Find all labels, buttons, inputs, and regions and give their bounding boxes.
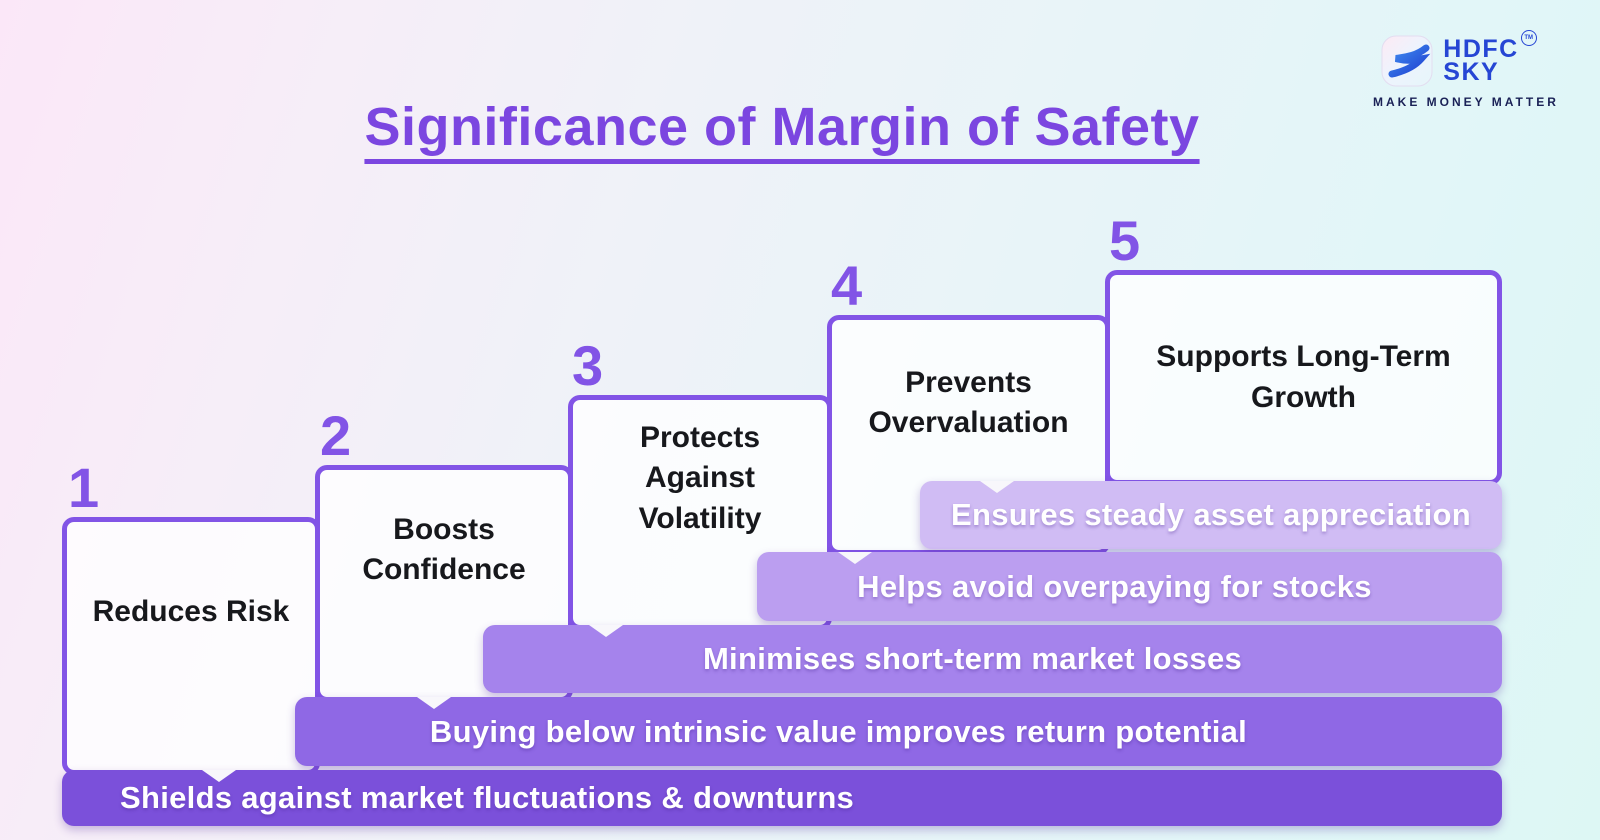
brand-name-bottom: SKY <box>1443 58 1500 86</box>
brand-wordmark: TM HDFC SKY <box>1443 30 1537 86</box>
step-label-3: Protects Against Volatility <box>638 420 762 535</box>
benefit-bar-5: Ensures steady asset appreciation <box>920 481 1502 549</box>
step-number-2: 2 <box>320 404 352 467</box>
benefit-bar-1: Shields against market fluctuations & do… <box>62 770 1502 826</box>
step-number-5: 5 <box>1109 209 1141 272</box>
benefit-bar-2: Buying below intrinsic value improves re… <box>295 697 1502 766</box>
step-number-4: 4 <box>831 254 863 317</box>
brand-logo-row: TM HDFC SKY <box>1373 30 1543 87</box>
step-number-3: 3 <box>572 334 604 397</box>
hdfc-sky-swoosh-icon <box>1381 35 1433 87</box>
step-label-4: Prevents Overvaluation <box>868 365 1069 440</box>
benefit-bar-3: Minimises short-term market losses <box>483 625 1502 693</box>
step-label-5: Supports Long-Term Growth <box>1156 340 1451 414</box>
step-label-2: Boosts Confidence <box>362 512 526 587</box>
step-number-1: 1 <box>68 456 100 519</box>
page-title: Significance of Margin of Safety <box>364 97 1200 157</box>
step-box-1: Reduces Risk <box>62 517 320 775</box>
step-label-1: Reduces Risk <box>92 594 290 628</box>
brand-tagline: MAKE MONEY MATTER <box>1373 95 1559 109</box>
brand-name-top: HDFC <box>1443 35 1519 63</box>
step-box-5: Supports Long-Term Growth <box>1105 270 1502 485</box>
benefit-bar-4: Helps avoid overpaying for stocks <box>757 552 1502 621</box>
brand-logo: TM HDFC SKY MAKE MONEY MATTER <box>1373 30 1559 109</box>
trademark-icon: TM <box>1520 30 1537 46</box>
